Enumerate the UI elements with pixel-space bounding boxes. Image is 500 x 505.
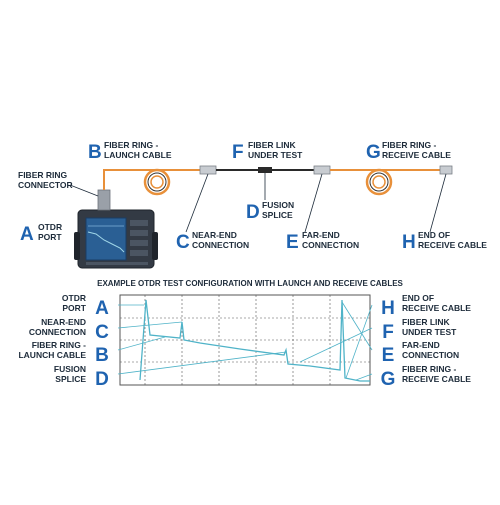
legend-right-e: E FAR-END CONNECTION [382, 340, 459, 366]
label-end-of-receive: H END OF RECEIVE CABLE [402, 230, 487, 253]
far-end-connector [313, 165, 331, 175]
svg-text:NEAR-END: NEAR-END [41, 317, 86, 327]
svg-text:FIBER RING -: FIBER RING - [32, 340, 86, 350]
receive-fiber-ring [365, 168, 393, 196]
svg-text:H: H [381, 298, 395, 319]
svg-text:PORT: PORT [38, 232, 62, 242]
example-title: EXAMPLE OTDR TEST CONFIGURATION WITH LAU… [97, 279, 403, 288]
svg-text:OTDR: OTDR [38, 222, 62, 232]
svg-text:CONNECTION: CONNECTION [402, 350, 459, 360]
legend-right-g: G FIBER RING - RECEIVE CABLE [381, 364, 472, 390]
otdr-port-connector [97, 189, 111, 211]
svg-text:CONNECTOR: CONNECTOR [18, 180, 73, 190]
svg-text:G: G [366, 142, 381, 163]
otdr-device [74, 209, 158, 269]
svg-text:FAR-END: FAR-END [402, 340, 440, 350]
label-launch-cable: B FIBER RING - LAUNCH CABLE [88, 140, 172, 163]
legend-right-f: F FIBER LINK UNDER TEST [382, 317, 457, 343]
svg-text:LAUNCH CABLE: LAUNCH CABLE [18, 350, 86, 360]
legend-left-b: FIBER RING - LAUNCH CABLE B [18, 340, 108, 366]
svg-text:RECEIVE CABLE: RECEIVE CABLE [402, 374, 471, 384]
svg-text:FIBER LINK: FIBER LINK [248, 140, 297, 150]
svg-text:LAUNCH CABLE: LAUNCH CABLE [104, 150, 172, 160]
legend-left-a: OTDR PORT A [62, 293, 109, 319]
label-fiber-link: F FIBER LINK UNDER TEST [232, 140, 303, 163]
svg-text:H: H [402, 232, 416, 253]
label-far-end: E FAR-END CONNECTION [286, 230, 359, 253]
svg-text:FIBER RING -: FIBER RING - [402, 364, 456, 374]
svg-text:RECEIVE CABLE: RECEIVE CABLE [382, 150, 451, 160]
svg-text:E: E [286, 232, 299, 253]
legend-right-h: H END OF RECEIVE CABLE [381, 293, 471, 319]
svg-text:CONNECTION: CONNECTION [192, 240, 249, 250]
legend-left-d: FUSION SPLICE D [54, 364, 109, 390]
launch-cable [103, 169, 200, 190]
svg-text:FIBER RING: FIBER RING [18, 170, 68, 180]
svg-text:G: G [381, 369, 396, 390]
otdr-trace [139, 299, 370, 382]
label-receive-cable: G FIBER RING - RECEIVE CABLE [366, 140, 451, 163]
label-fiber-ring-connector: FIBER RING CONNECTOR [18, 170, 99, 197]
svg-text:C: C [95, 322, 109, 343]
svg-text:FIBER RING -: FIBER RING - [382, 140, 436, 150]
svg-text:UNDER TEST: UNDER TEST [402, 327, 457, 337]
svg-text:FIBER LINK: FIBER LINK [402, 317, 451, 327]
svg-text:FUSION: FUSION [262, 200, 294, 210]
right-leaders [299, 301, 373, 381]
otdr-screen [85, 217, 127, 261]
svg-text:B: B [95, 345, 109, 366]
svg-text:SPLICE: SPLICE [55, 374, 86, 384]
svg-text:C: C [176, 232, 190, 253]
launch-fiber-ring [143, 168, 171, 196]
svg-text:NEAR-END: NEAR-END [192, 230, 237, 240]
svg-text:END OF: END OF [418, 230, 450, 240]
left-leaders [117, 304, 287, 375]
trace-grid [119, 294, 371, 386]
svg-text:A: A [20, 224, 34, 245]
svg-text:FUSION: FUSION [54, 364, 86, 374]
svg-text:FAR-END: FAR-END [302, 230, 340, 240]
label-near-end: C NEAR-END CONNECTION [176, 230, 249, 253]
svg-text:D: D [95, 369, 109, 390]
svg-text:PORT: PORT [62, 303, 86, 313]
svg-text:E: E [382, 345, 395, 366]
svg-text:CONNECTION: CONNECTION [29, 327, 86, 337]
svg-text:END OF: END OF [402, 293, 434, 303]
svg-text:SPLICE: SPLICE [262, 210, 293, 220]
fusion-splice-marker [258, 167, 272, 173]
svg-text:F: F [232, 142, 244, 163]
svg-text:RECEIVE CABLE: RECEIVE CABLE [418, 240, 487, 250]
svg-text:FIBER RING -: FIBER RING - [104, 140, 158, 150]
svg-text:OTDR: OTDR [62, 293, 86, 303]
receive-end-connector [439, 165, 453, 175]
svg-text:D: D [246, 202, 260, 223]
svg-text:F: F [382, 322, 394, 343]
svg-text:CONNECTION: CONNECTION [302, 240, 359, 250]
label-otdr-port: A OTDR PORT [20, 222, 62, 245]
svg-text:A: A [95, 298, 109, 319]
near-end-connector [199, 165, 217, 175]
svg-text:UNDER TEST: UNDER TEST [248, 150, 303, 160]
svg-text:B: B [88, 142, 102, 163]
label-fusion-splice: D FUSION SPLICE [246, 200, 294, 223]
legend-left-c: NEAR-END CONNECTION C [29, 317, 109, 343]
svg-text:RECEIVE CABLE: RECEIVE CABLE [402, 303, 471, 313]
